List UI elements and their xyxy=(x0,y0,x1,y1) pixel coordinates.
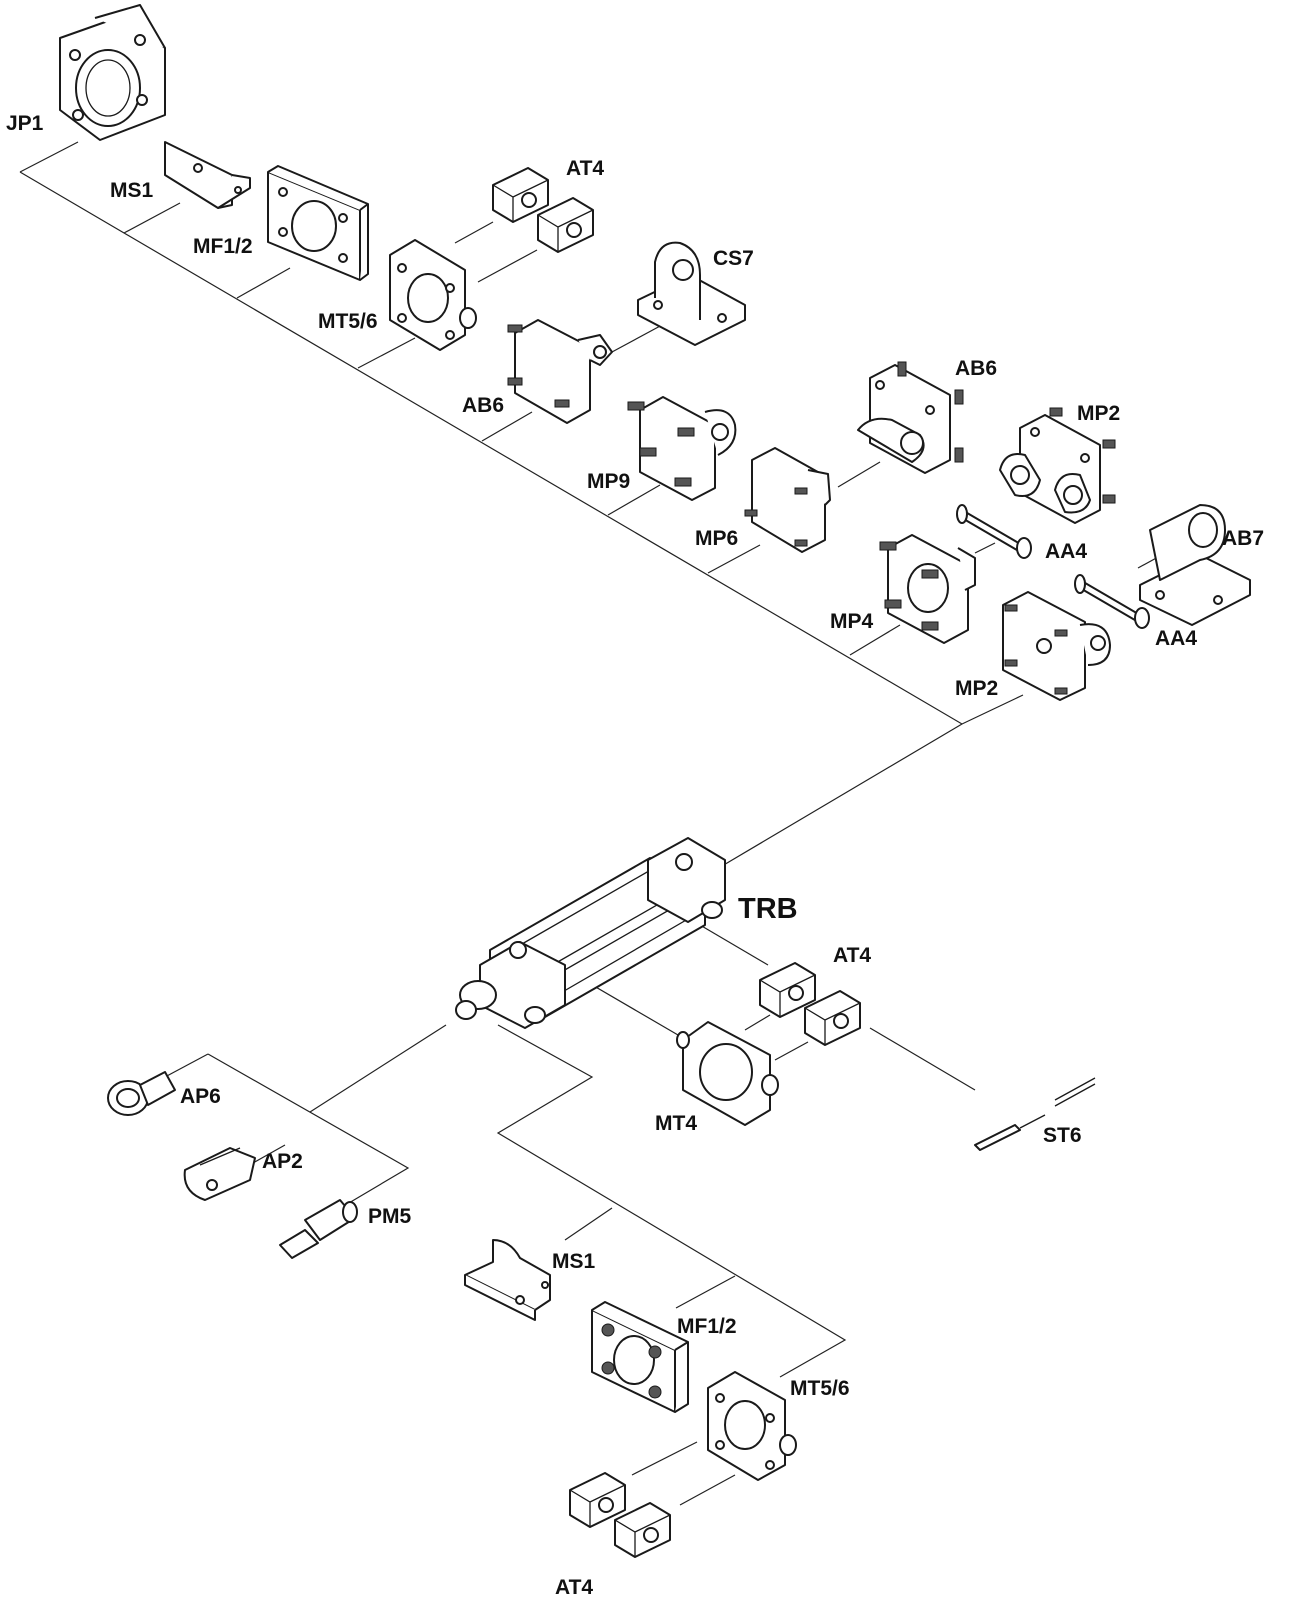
label-ms1-bottom: MS1 xyxy=(552,1250,596,1273)
pm5-part xyxy=(279,1199,358,1259)
label-jp1: JP1 xyxy=(6,112,44,135)
jp1-part xyxy=(59,4,166,141)
part-labels: JP1 MS1 MF1/2 MT5/6 AT4 CS7 AB6 AB6 MP9 … xyxy=(6,112,1264,1599)
label-mt56-top: MT5/6 xyxy=(318,310,378,333)
label-mt4: MT4 xyxy=(655,1112,697,1135)
ms1-top-part xyxy=(164,141,251,209)
aa4-top-part xyxy=(956,504,1032,559)
label-pm5: PM5 xyxy=(368,1205,412,1228)
label-mp2-top: MP2 xyxy=(1077,402,1120,425)
label-trb: TRB xyxy=(738,893,798,925)
label-ab7: AB7 xyxy=(1222,527,1264,550)
ms1-bottom-part xyxy=(464,1239,551,1321)
mt4-part xyxy=(676,1021,779,1126)
label-aa4-bottom: AA4 xyxy=(1155,627,1197,650)
ab6-right-part xyxy=(857,361,964,474)
mf12-top-part xyxy=(267,165,369,281)
ab6-left-part xyxy=(507,319,613,424)
mp2-top-part xyxy=(999,407,1116,524)
mp4-part xyxy=(879,534,976,644)
label-aa4-top: AA4 xyxy=(1045,540,1087,563)
trb-cylinder-part xyxy=(455,837,726,1029)
label-mp4: MP4 xyxy=(830,610,874,633)
mt56-bottom-part xyxy=(707,1371,797,1481)
label-ab6-right: AB6 xyxy=(955,357,997,380)
mp6-part xyxy=(744,447,831,553)
label-mt56-bottom: MT5/6 xyxy=(790,1377,850,1400)
label-ab6-left: AB6 xyxy=(462,394,504,417)
mp9-part xyxy=(627,396,737,501)
label-mp6: MP6 xyxy=(695,527,738,550)
cs7-part xyxy=(637,241,746,346)
label-ap2: AP2 xyxy=(262,1150,303,1173)
at4-bottom-part xyxy=(569,1472,671,1558)
st6-part xyxy=(974,1077,1096,1151)
label-mp9: MP9 xyxy=(587,470,630,493)
label-mp2-bottom: MP2 xyxy=(955,677,998,700)
label-mf12-top: MF1/2 xyxy=(193,235,253,258)
aa4-bottom-part xyxy=(1074,574,1150,629)
ap6-part xyxy=(107,1071,176,1116)
mp2-bottom-part xyxy=(1002,591,1111,701)
label-cs7: CS7 xyxy=(713,247,754,270)
label-at4-mid: AT4 xyxy=(833,944,871,967)
at4-mid-part xyxy=(759,962,861,1046)
label-at4-top: AT4 xyxy=(566,157,604,180)
ap2-part xyxy=(183,1147,256,1201)
label-ap6: AP6 xyxy=(180,1085,221,1108)
label-at4-bottom: AT4 xyxy=(555,1576,593,1599)
ab7-part xyxy=(1139,504,1251,626)
label-mf12-bottom: MF1/2 xyxy=(677,1315,737,1338)
mf12-bottom-part xyxy=(591,1301,689,1413)
at4-top-part xyxy=(492,167,594,253)
label-ms1-top: MS1 xyxy=(110,179,154,202)
mt56-top-part xyxy=(389,239,477,351)
label-st6: ST6 xyxy=(1043,1124,1082,1147)
